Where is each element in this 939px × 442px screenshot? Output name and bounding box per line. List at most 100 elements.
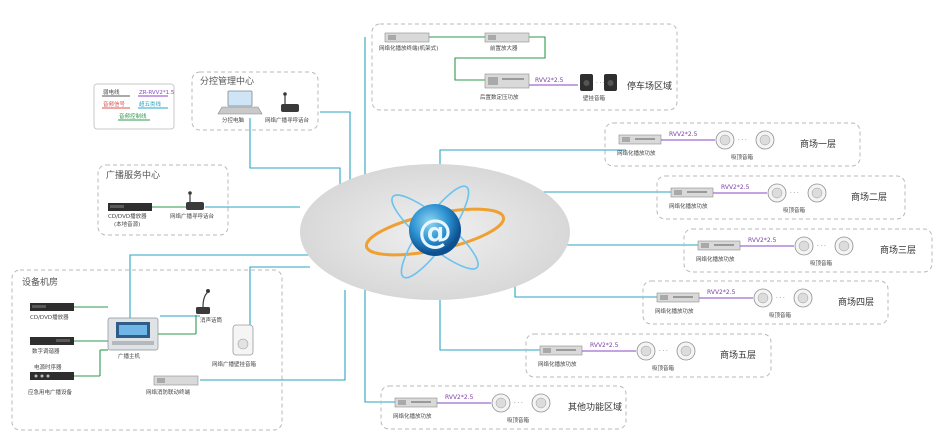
parking-zone-title: 停车场区域 (627, 80, 672, 92)
box-speaker-icon (604, 74, 617, 91)
tuner-icon (30, 337, 74, 345)
laptop-icon (217, 90, 263, 115)
legend-label-cat5: 超五类线 (139, 100, 162, 108)
svg-text:· · ·: · · · (514, 400, 523, 406)
speaker-label: 吸顶音箱 (769, 311, 792, 319)
mic-label: 消声话筒 (200, 316, 223, 324)
zone-branch-control: 分控管理中心 分控电脑 网络广播寻呼话台 (191, 71, 319, 131)
legend-box (93, 83, 175, 130)
box-speaker-icon (580, 74, 593, 91)
ceiling-speaker-icon (755, 130, 775, 150)
parking-preamp-label: 前置放大器 (490, 44, 518, 52)
ceiling-speaker-icon (793, 288, 813, 308)
floor-title: 商场三层 (880, 244, 916, 256)
floor-title: 商场四层 (838, 296, 874, 308)
fire-terminal-icon (153, 375, 199, 386)
fire-terminal-label: 网络消防联动终端 (146, 388, 191, 396)
legend-label-rvv: ZR-RVV2*1.5 (139, 90, 175, 96)
network-amp-icon (618, 134, 662, 145)
network-at-icon: @ (364, 185, 506, 279)
speaker-label: 吸顶音箱 (652, 364, 675, 372)
zone-title: 设备机房 (22, 276, 58, 288)
machine-dev1-label: CD/DVD播放器 (30, 313, 69, 321)
floor-zone-2: 网络化播放功放 RVV2*2.5 · · · 吸顶音箱 商场二层 (656, 175, 906, 220)
speaker-label: 吸顶音箱 (507, 416, 530, 424)
svg-text:· · ·: · · · (659, 348, 668, 354)
ceiling-speaker-icon (715, 130, 735, 150)
legend-label-weak-current: 弱电线 (103, 88, 120, 96)
cd-player-icon (108, 203, 152, 211)
amp-label: 网络化播放功放 (655, 307, 694, 315)
parking-terminal-label: 网络化播放终端(机架式) (379, 44, 438, 52)
zone-equipment-room: 设备机房 CD/DVD播放器 数字调谐器 电源时序器 应急用电广播设备 广播主机… (11, 269, 283, 431)
legend-label-control: 音频控制线 (119, 112, 147, 120)
svg-text:· · ·: · · · (738, 137, 747, 143)
svg-text:· · ·: · · · (817, 243, 826, 249)
paging-mic-label: 网络广播寻呼话台 (170, 212, 215, 220)
svg-text:· · ·: · · · (596, 80, 605, 86)
ceiling-speaker-icon (807, 183, 827, 203)
svg-text:· · ·: · · · (776, 295, 785, 301)
parking-speaker-label: 壁挂音箱 (583, 94, 606, 102)
wall-speaker-icon (232, 324, 254, 356)
amp-label: 网络化播放功放 (669, 202, 708, 210)
network-amp-icon (394, 397, 438, 408)
wall-speaker-label: 网络广播壁挂音箱 (212, 360, 257, 368)
machine-dev2-label: 数字调谐器 (32, 347, 60, 355)
ceiling-speaker-icon (676, 341, 696, 361)
ceiling-speaker-icon (834, 236, 854, 256)
network-amp-icon (670, 187, 714, 198)
floor-title: 其他功能区域 (568, 401, 622, 413)
floor-zone-4: 网络化播放功放 RVV2*2.5 · · · 吸顶音箱 商场四层 (642, 280, 889, 325)
amp-label: 网络化播放功放 (617, 149, 656, 157)
ceiling-speaker-icon (753, 288, 773, 308)
speaker-label: 吸顶音箱 (810, 259, 833, 267)
at-symbol: @ (418, 212, 452, 252)
network-center: @ (300, 164, 570, 300)
legend: 弱电线 ZR-RVV2*1.5 音频信号 超五类线 音频控制线 (93, 83, 175, 130)
floor-zone-3: 网络化播放功放 RVV2*2.5 · · · 吸顶音箱 商场三层 (683, 228, 933, 273)
network-links (129, 37, 700, 403)
cd-player-sub: (本地音源) (114, 220, 140, 228)
host-label: 广播主机 (118, 352, 141, 360)
power-amp-icon (484, 73, 530, 89)
cable-label: RVV2*2.5 (590, 342, 619, 349)
speaker-label: 吸顶音箱 (783, 206, 806, 214)
network-amp-icon (539, 345, 583, 356)
network-terminal-icon (384, 32, 430, 43)
amp-label: 网络化播放功放 (696, 255, 735, 263)
cable-label: RVV2*2.5 (707, 289, 736, 296)
cable-label: RVV2*2.5 (721, 184, 750, 191)
parking-cable-label: RVV2*2.5 (535, 77, 564, 84)
svg-text:· · ·: · · · (790, 190, 799, 196)
machine-dev4-label: 应急用电广播设备 (28, 388, 73, 396)
ceiling-speaker-icon (767, 183, 787, 203)
network-amp-icon (697, 240, 741, 251)
ceiling-speaker-icon (491, 393, 511, 413)
cd-player-icon (30, 303, 74, 311)
network-amp-icon (656, 292, 700, 303)
ceiling-speaker-icon (531, 393, 551, 413)
floor-title: 商场二层 (851, 191, 887, 203)
ceiling-speaker-icon (794, 236, 814, 256)
cable-label: RVV2*2.5 (669, 131, 698, 138)
floor-title: 商场一层 (800, 138, 836, 150)
broadcast-host-icon (107, 317, 159, 351)
paging-mic-label: 网络广播寻呼话台 (265, 116, 310, 124)
amp-label: 网络化播放功放 (538, 360, 577, 368)
cable-label: RVV2*2.5 (748, 237, 777, 244)
zone-title: 分控管理中心 (200, 75, 254, 87)
paging-mic-icon (281, 92, 299, 112)
legend-label-audio: 音频信号 (103, 100, 126, 108)
zone-broadcast-service: 广播服务中心 CD/DVD播放器 (本地音源) 网络广播寻呼话台 (97, 164, 229, 236)
zone-parking: 网络化播放终端(机架式) 前置放大器 后置数定压功放 RVV2*2.5 · · … (371, 23, 678, 111)
power-sequencer-icon (30, 372, 74, 380)
cable-label: RVV2*2.5 (445, 394, 474, 401)
zone-title: 广播服务中心 (106, 169, 160, 181)
gooseneck-mic-icon (196, 289, 210, 314)
